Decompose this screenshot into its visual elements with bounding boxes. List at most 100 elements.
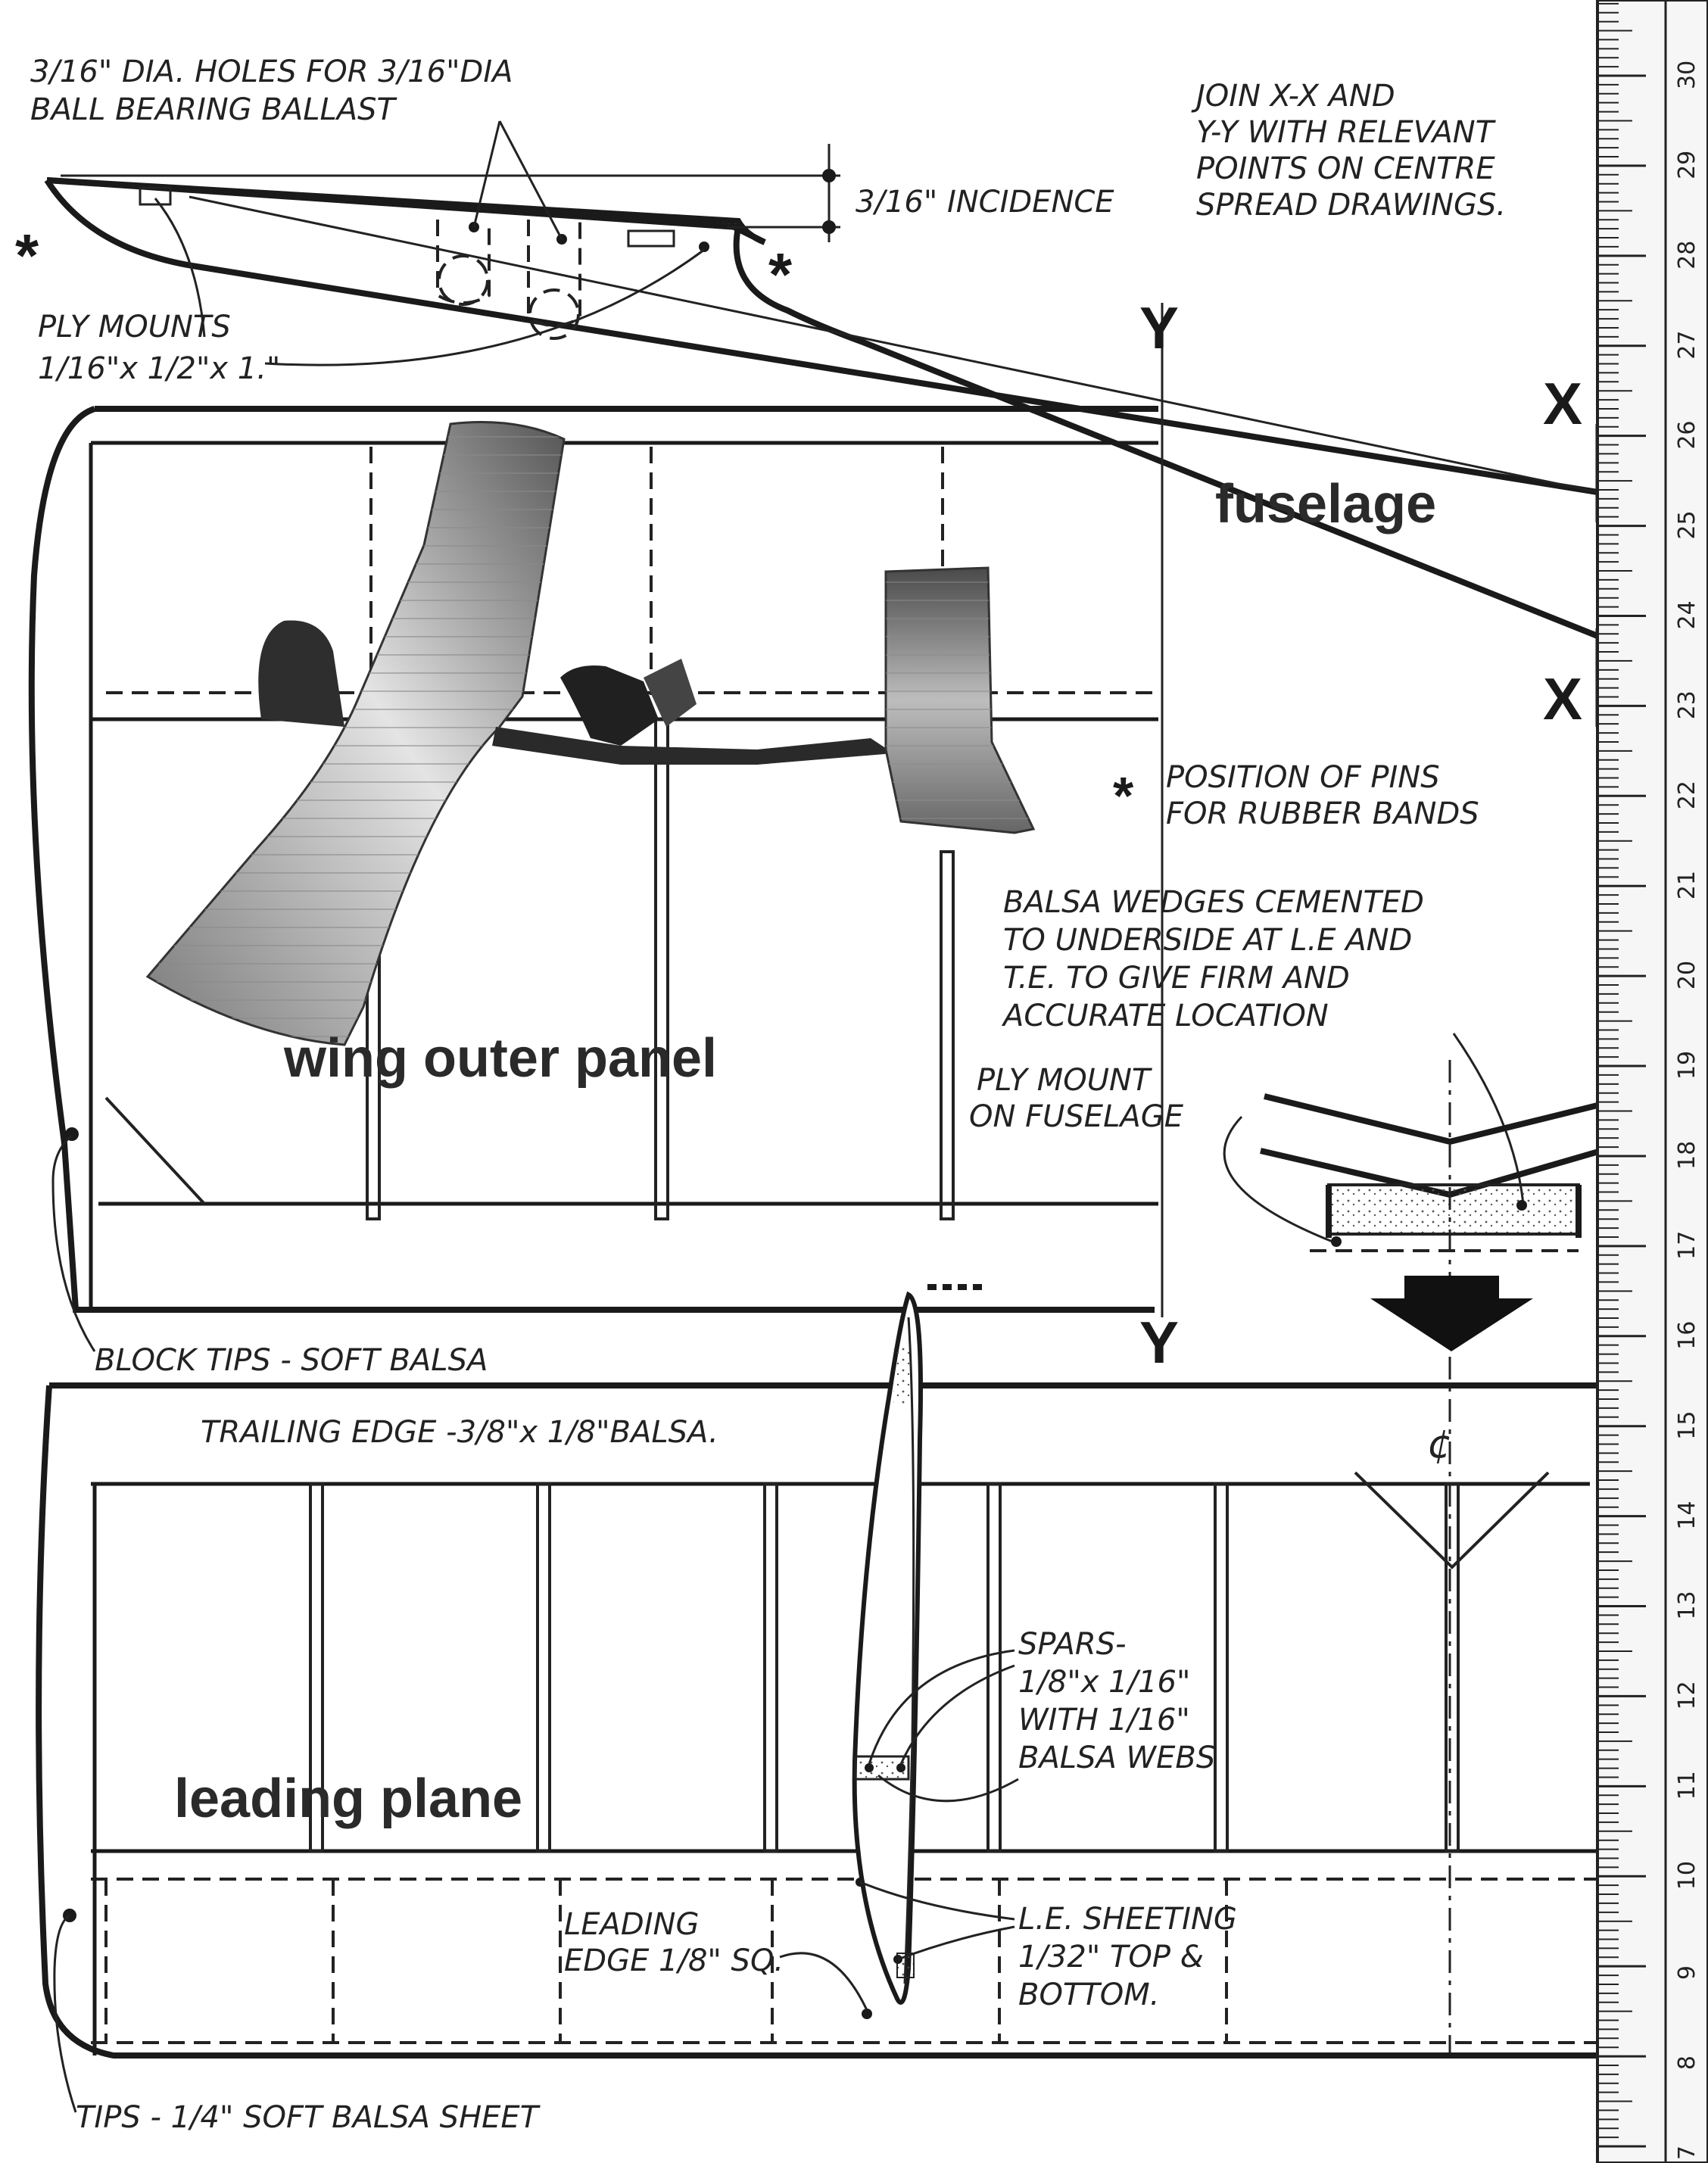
lp-rib-3 (763, 1482, 778, 1853)
model-photo (145, 421, 1036, 1046)
pins-note-line2: FOR RUBBER BANDS (1166, 796, 1479, 831)
ruler-ticks (1599, 2, 1646, 2148)
photo-fin (258, 620, 344, 727)
lp-tip-outline (36, 1385, 1597, 2059)
wedges-note-line2: TO UNDERSIDE AT L.E AND (1003, 923, 1412, 958)
ply-mounts-line2: 1/16"x 1/2"x 1." (38, 351, 280, 386)
join-note-line3: POINTS ON CENTRE (1196, 151, 1495, 186)
le-sheeting-line3: BOTTOM. (1018, 1978, 1160, 2012)
wedges-leader (1452, 1033, 1525, 1205)
le-sheeting-line1: L.E. SHEETING (1018, 1902, 1237, 1937)
wedge-block (1327, 1183, 1580, 1236)
wedges-note-line3: T.E. TO GIVE FIRM AND (1003, 961, 1350, 996)
x-label-upper: X (1543, 370, 1582, 437)
lp-rib-centre (1445, 1482, 1460, 1853)
ruler-label: 9 (1674, 1965, 1700, 1980)
photo-propeller (644, 659, 697, 727)
tips-note: TIPS - 1/4" SOFT BALSA SHEET (76, 2100, 541, 2135)
incidence-note: 3/16" INCIDENCE (856, 185, 1114, 220)
pins-asterisk: * (1113, 766, 1134, 825)
le-sheeting-line2: 1/32" TOP & (1018, 1940, 1204, 1974)
photo-pylon (560, 665, 659, 746)
ruler-label: 29 (1674, 151, 1700, 179)
fuselage-outline-upper (46, 177, 766, 245)
fuselage-tail-curve (733, 226, 1599, 639)
wing-tip-gusset (104, 1096, 206, 1205)
lp-rib-1 (309, 1482, 324, 1853)
leading-plane-title: leading plane (174, 1769, 522, 1829)
wedge-detail (1260, 1060, 1603, 2059)
holes-leader-2 (498, 120, 563, 240)
ruler-label: 19 (1674, 1051, 1700, 1080)
ruler-label: 27 (1674, 331, 1700, 360)
le-sheeting-leader-1 (859, 1881, 1015, 1921)
holes-note-line1: 3/16" DIA. HOLES FOR 3/16"DIA (30, 55, 513, 89)
ruler-label: 20 (1674, 961, 1700, 990)
fuselage-title: fuselage (1215, 474, 1436, 535)
lp-rib-5 (1214, 1482, 1229, 1853)
block-tips-leader (51, 1134, 96, 1352)
ply-mount-rear (627, 229, 675, 248)
trailing-edge-note: TRAILING EDGE -3/8"x 1/8"BALSA. (201, 1415, 718, 1450)
ruler-label: 14 (1674, 1501, 1700, 1529)
ruler-label: 17 (1674, 1231, 1700, 1260)
ruler-label: 16 (1674, 1321, 1700, 1350)
ruler-label: 26 (1674, 420, 1700, 449)
tips-leader (53, 1914, 77, 2113)
wing-rib-2 (654, 718, 669, 1220)
ply-dot (1331, 1236, 1342, 1247)
spars-note-line1: SPARS- (1018, 1627, 1127, 1662)
spars-note-line4: BALSA WEBS (1018, 1741, 1215, 1775)
leading-edge-line1: LEADING (564, 1907, 699, 1942)
block-tips-note: BLOCK TIPS - SOFT BALSA (95, 1343, 488, 1378)
ply-mounts-leader-front (154, 198, 206, 338)
ruler-label: 24 (1674, 600, 1700, 629)
ply-fuse-leader (1223, 1115, 1333, 1243)
ruler-label: 10 (1674, 1861, 1700, 1890)
le-sheeting-leader-2 (897, 1925, 1015, 1961)
spars-note-line3: WITH 1/16" (1018, 1703, 1190, 1738)
centreline-symbol: ¢ (1427, 1422, 1452, 1467)
down-arrow-icon (1370, 1276, 1533, 1351)
ruler-label: 23 (1674, 690, 1700, 719)
y-label-upper: Y (1139, 295, 1179, 361)
photo-boom (492, 727, 893, 765)
y-label-lower: Y (1139, 1309, 1179, 1376)
spars-note-line2: 1/8"x 1/16" (1018, 1665, 1190, 1700)
ply-mount-pin (699, 242, 709, 252)
fuselage-view: X X fuselage * * (15, 144, 1600, 732)
fuselage-datum-line (189, 195, 1598, 494)
ruler-labels: 7891011121314151617181920212223242526272… (1674, 61, 1700, 2160)
ruler-label: 22 (1674, 781, 1700, 809)
wing-rib-3 (940, 850, 955, 1220)
lp-rib-2 (536, 1482, 551, 1853)
ply-mount-front (139, 186, 172, 206)
spars-leader-2 (899, 1664, 1015, 1765)
ruler-label: 7 (1674, 2146, 1700, 2160)
ballast-holes (436, 220, 581, 340)
ruler-label: 18 (1674, 1141, 1700, 1170)
spars-leader-3 (877, 1774, 1019, 1803)
ply-fuse-line2: ON FUSELAGE (969, 1099, 1184, 1134)
ruler-label: 8 (1674, 2055, 1700, 2070)
ruler-label: 25 (1674, 510, 1700, 539)
pins-note-line1: POSITION OF PINS (1166, 760, 1440, 795)
ruler-label: 12 (1674, 1681, 1700, 1710)
lp-centre-gusset (1354, 1471, 1550, 1569)
wedge-wing-top (1264, 1093, 1598, 1145)
ruler-label: 13 (1674, 1591, 1700, 1619)
leading-plane-view (36, 1382, 1597, 2059)
ply-mounts-line1: PLY MOUNTS (38, 310, 231, 344)
fuselage-nose-curve (44, 178, 1598, 495)
pin-asterisk-front: * (15, 222, 39, 289)
ply-mounts-leader-rear (264, 248, 705, 366)
spars-leader-1 (868, 1649, 1015, 1765)
holes-note-line2: BALL BEARING BALLAST (30, 92, 398, 127)
pin-asterisk-rear: * (768, 241, 793, 308)
join-note-line1: JOIN X-X AND (1191, 79, 1395, 114)
photo-wing-ribs (148, 422, 564, 1045)
centimetre-ruler: 7891011121314151617181920212223242526272… (1596, 0, 1708, 2163)
ruler-label: 28 (1674, 241, 1700, 270)
wedge-dot (1516, 1200, 1527, 1211)
